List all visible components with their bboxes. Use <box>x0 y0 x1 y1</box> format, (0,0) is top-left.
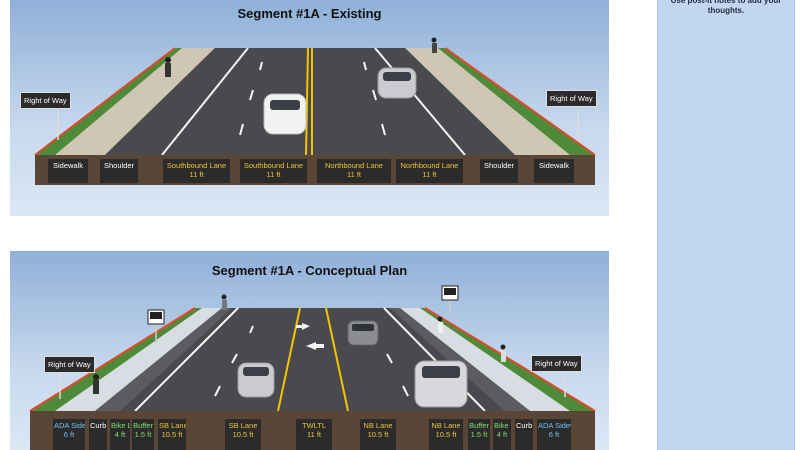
lane-label: Bike Lane4 ft <box>493 419 511 450</box>
pedestrian-far-right <box>500 344 506 362</box>
lane-label-width: 10.5 ft <box>367 430 389 439</box>
lane-dashes <box>239 61 386 136</box>
lane-label-name: Bike Lane <box>494 421 511 430</box>
pedestrian-left <box>93 374 99 394</box>
lane-label-name: TWLTL <box>301 421 327 430</box>
lane-label-name: Shoulder <box>103 161 135 170</box>
lane-label-name: Bike Lane <box>111 421 130 430</box>
plan-road-scene <box>29 285 596 450</box>
lane-label: Bike Lane4 ft <box>110 419 130 450</box>
lane-label: ADA Sidewalk6 ft <box>537 419 571 450</box>
lane-label: Sidewalk <box>48 159 88 183</box>
lane-label-name: Northbound Lane <box>325 161 383 170</box>
bike-lane-sign-right <box>441 285 459 315</box>
existing-cross-section-panel: Segment #1A - Existing Right of Way Righ… <box>10 0 609 216</box>
lane-label: ADA Sidewalk6 ft <box>53 419 85 450</box>
car-nb-near <box>414 360 468 408</box>
turn-arrows <box>296 323 324 350</box>
lane-label-name: Sidewalk <box>538 161 569 170</box>
lane-label-name: SB Lane <box>159 421 186 430</box>
pedestrian-far-left <box>221 294 227 310</box>
plan-title: Segment #1A - Conceptual Plan <box>211 263 408 278</box>
right-bike-lane <box>390 308 530 411</box>
lane-label-name: ADA Sidewalk <box>54 421 85 430</box>
lane-label-name: NB Lane <box>431 421 461 430</box>
lane-label-width: 1.5 ft <box>470 430 488 439</box>
lane-label-name: Curb <box>90 421 107 430</box>
lane-label-width: 4 ft <box>496 430 508 439</box>
left-sidewalk <box>55 48 215 155</box>
lane-label-name: Southbound Lane <box>243 161 304 170</box>
car-nb-far <box>347 320 379 346</box>
plan-right-of-way-left-sign: Right of Way <box>44 356 95 373</box>
left-bike-lane <box>95 308 232 411</box>
lane-label-name: NB Lane <box>363 421 393 430</box>
bike-lane-sign-left <box>147 309 165 343</box>
lane-label-width: 6 ft <box>548 430 560 439</box>
plan-right-of-way-right-sign: Right of Way <box>531 355 582 372</box>
pedestrian-right <box>437 316 443 333</box>
lane-label-width: 10.5 ft <box>435 430 457 439</box>
plan-cross-section-panel: Segment #1A - Conceptual Plan Right of W… <box>10 251 609 450</box>
existing-title: Segment #1A - Existing <box>237 6 382 21</box>
lane-label-name: Shoulder <box>483 161 515 170</box>
pedestrian-left <box>165 57 171 77</box>
lane-label: Curb <box>89 419 107 450</box>
existing-right-of-way-left-sign: Right of Way <box>20 92 71 109</box>
existing-right-of-way-right-sign: Right of Way <box>546 90 597 107</box>
lane-label-width: 10.5 ft <box>161 430 183 439</box>
lane-label-width: 6 ft <box>63 430 75 439</box>
lane-label-width: 11 ft <box>306 430 322 439</box>
pedestrian-right <box>431 37 437 53</box>
lane-label-name: Buffer <box>133 421 153 430</box>
lane-label-width: 4 ft <box>114 430 126 439</box>
right-ada-sidewalk <box>400 308 570 411</box>
right-sidewalk <box>405 48 570 155</box>
right-right-of-way-line <box>444 47 596 156</box>
sidebar-instruction-text: Use post-it notes to add your thoughts. <box>670 0 782 15</box>
lane-label: Sidewalk <box>534 159 574 183</box>
lane-label-name: Northbound Lane <box>400 161 459 170</box>
car-southbound <box>263 93 307 135</box>
lane-label-width: 1.5 ft <box>134 430 152 439</box>
lane-label-width: 11 ft <box>189 170 204 179</box>
lane-label: Shoulder <box>100 159 138 183</box>
car-sb <box>237 362 275 398</box>
existing-road-scene <box>34 37 596 185</box>
left-right-of-way-line <box>29 307 196 412</box>
lane-label-name: Buffer <box>469 421 489 430</box>
lane-label-name: SB Lane <box>228 421 258 430</box>
lane-label-name: ADA Sidewalk <box>538 421 571 430</box>
lane-label: Shoulder <box>480 159 518 183</box>
twltl-right-yellow <box>325 307 349 412</box>
lane-label-name: Southbound Lane <box>166 161 227 170</box>
lane-label-width: 11 ft <box>266 170 281 179</box>
lane-label-width: 11 ft <box>346 170 362 179</box>
lane-label-width: 11 ft <box>422 170 437 179</box>
comments-sidebar[interactable]: Use post-it notes to add your thoughts. <box>657 0 795 450</box>
lane-label: Curb <box>515 419 533 450</box>
right-right-of-way-line <box>424 307 596 412</box>
center-double-yellow <box>305 47 309 156</box>
lane-label-name: Curb <box>516 421 533 430</box>
lane-label-name: Sidewalk <box>52 161 83 170</box>
lane-label-width: 10.5 ft <box>232 430 254 439</box>
car-northbound <box>377 67 417 99</box>
